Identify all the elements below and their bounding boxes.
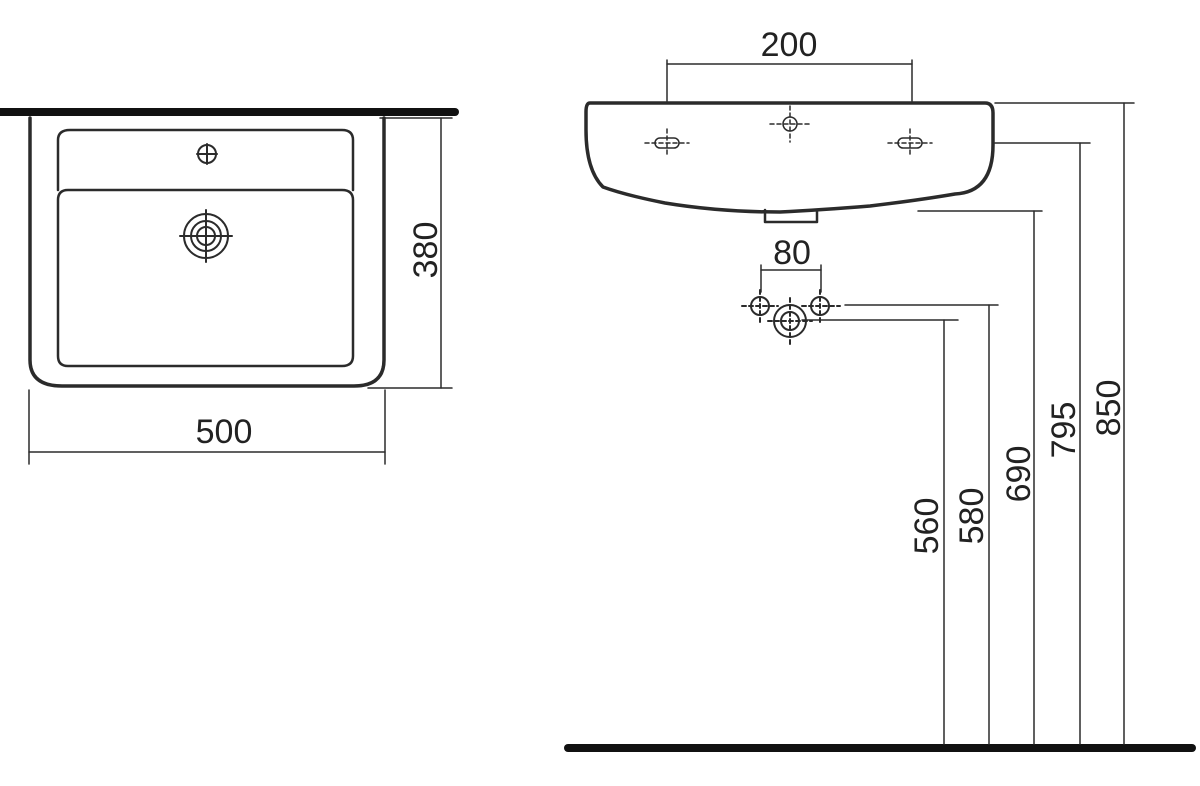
height-850-dimension <box>994 102 1135 745</box>
tap-hole-left-icon <box>644 128 690 158</box>
height-850-label: 850 <box>1090 380 1128 437</box>
drain-outlet <box>763 208 819 224</box>
basin-bowl-outline <box>56 188 355 368</box>
height-795-dimension <box>994 142 1091 745</box>
supply-valve-left-icon <box>741 289 779 323</box>
height-560-label: 560 <box>908 498 946 555</box>
basin-deck-outline <box>56 128 355 192</box>
tap-hole-right-icon <box>887 128 933 158</box>
height-580-label: 580 <box>953 488 991 545</box>
width-label: 500 <box>196 413 253 451</box>
height-580-dimension <box>844 304 999 745</box>
height-795-label: 795 <box>1045 402 1083 459</box>
top-view: 500 380 <box>0 108 459 465</box>
basin-front-outline <box>584 101 995 214</box>
basin-outer-outline <box>28 116 386 388</box>
waste-spacing-label: 80 <box>773 234 811 272</box>
drain-icon <box>179 209 233 263</box>
tap-spacing-label: 200 <box>761 26 818 64</box>
depth-dimension <box>367 117 453 389</box>
height-560-dimension <box>801 319 959 745</box>
tap-hole-icon <box>196 143 218 165</box>
height-690-label: 690 <box>1000 446 1038 503</box>
height-690-dimension <box>917 210 1043 745</box>
waste-spacing-dimension <box>760 264 822 293</box>
supply-valve-right-icon <box>801 289 841 323</box>
tap-hole-center-icon <box>769 105 811 143</box>
front-view: 200 80 5 <box>564 26 1196 752</box>
tap-spacing-dimension <box>666 59 913 102</box>
depth-label: 380 <box>407 222 445 279</box>
waste-outlet-icon <box>767 297 813 346</box>
width-dimension <box>28 389 386 465</box>
